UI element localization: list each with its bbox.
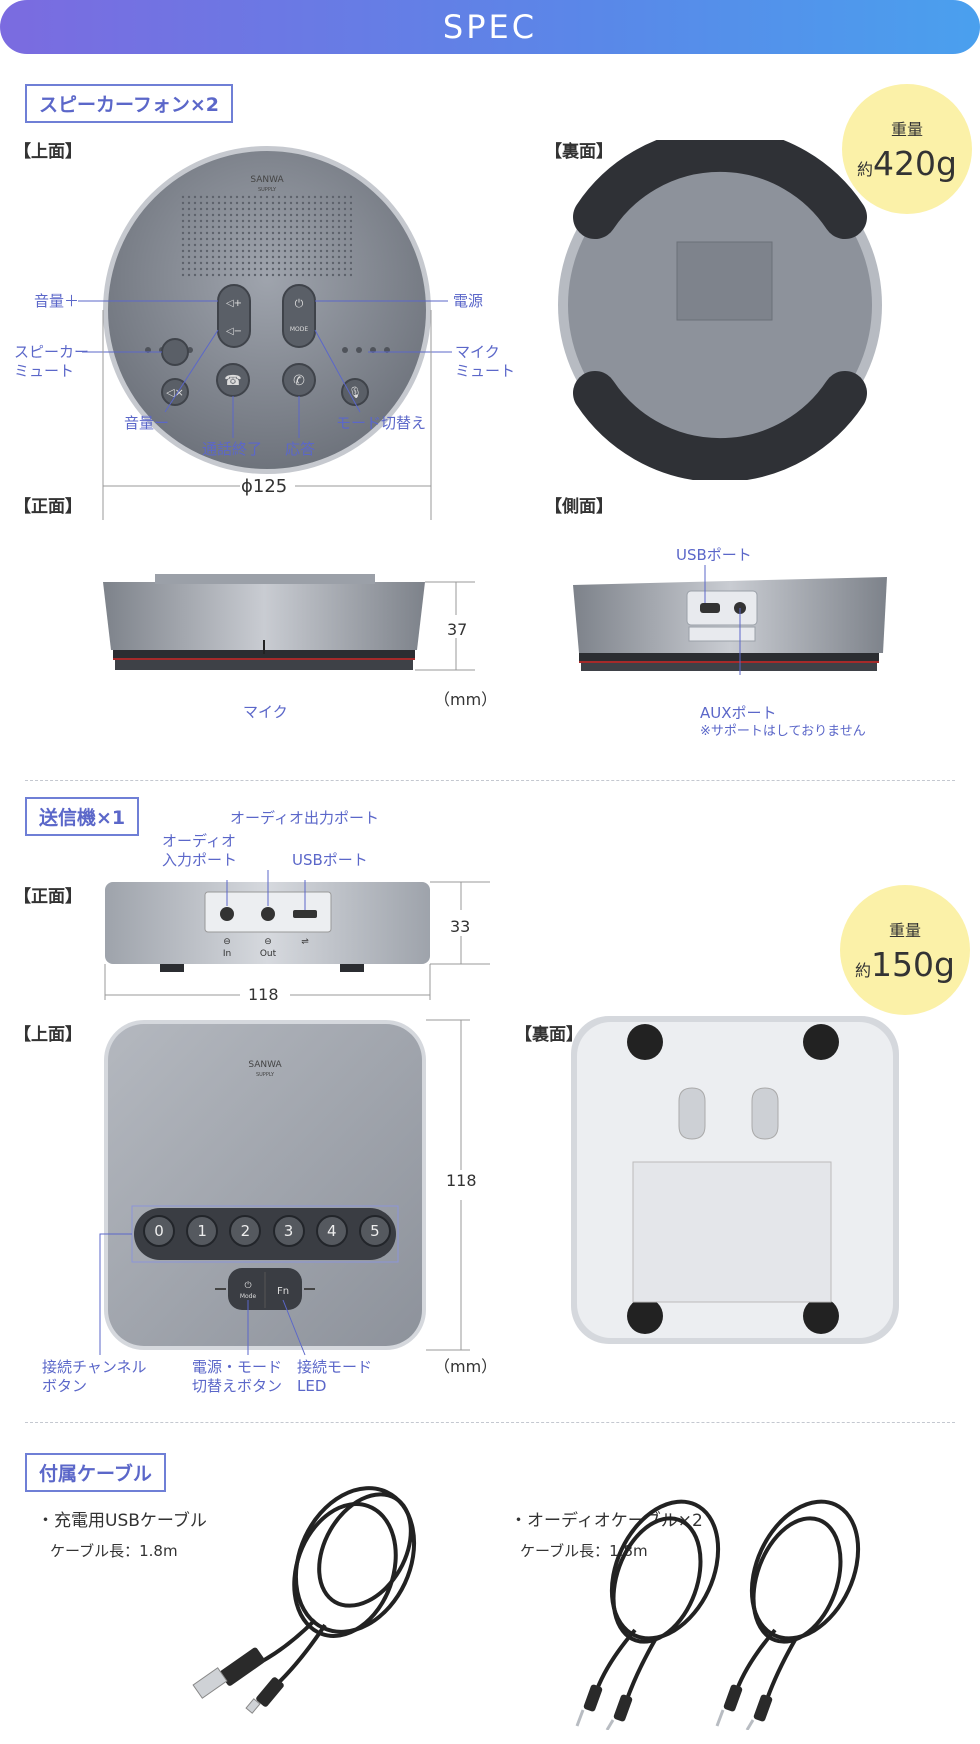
speakerphone-section-label: スピーカーフォン×2	[25, 84, 234, 123]
transmitter-logo: SANWA	[248, 1060, 282, 1070]
audio-cables-image	[575, 1499, 861, 1730]
speakerphone-top-view: SANWA SUPPLY ◁+ ◁− ⏻ MODE ◁× 🎙 ☎ ✆	[78, 146, 452, 520]
dim-height: 37	[447, 620, 468, 639]
callout-transmitter-usb: USBポート	[292, 851, 368, 869]
callout-audio-out: オーディオ出力ポート	[230, 809, 379, 827]
callout-mode-switch: モード切替え	[336, 414, 427, 432]
callout-audio-in: オーディオ 入力ポート	[162, 832, 238, 869]
audio-cable-title: ・オーディオケーブル×2	[510, 1511, 703, 1531]
callout-power-mode-button: 電源・モード 切替えボタン	[192, 1358, 283, 1395]
transmitter-dim-unit: （mm）	[434, 1357, 498, 1376]
channel-button-3[interactable]: 3	[272, 1215, 305, 1247]
speakerphone-logo-sub: SUPPLY	[258, 187, 277, 193]
dim-diameter: ϕ125	[241, 476, 288, 497]
callout-mic-mute: マイク ミュート	[455, 343, 516, 380]
transmitter-back-view-label: 【裏面】	[515, 1025, 583, 1045]
weight-value: 420g	[873, 144, 957, 183]
callout-end-call: 通話終了	[202, 440, 263, 458]
usb-cable-title: ・充電用USBケーブル	[37, 1511, 207, 1531]
callout-mic: マイク	[243, 703, 288, 721]
callout-mode-led: 接続モード LED	[297, 1358, 373, 1395]
callout-volume-down: 音量ー	[124, 414, 170, 432]
port-label-in: In	[223, 949, 231, 959]
callout-usb-port: USBポート	[676, 546, 752, 564]
speakerphone-mode-key: MODE	[290, 326, 309, 333]
transmitter-weight-label: 重量	[888, 921, 921, 940]
svg-text:⊖: ⊖	[264, 937, 272, 947]
channel-button-4[interactable]: 4	[315, 1215, 348, 1247]
svg-text:✆: ✆	[293, 373, 305, 389]
cables-section-label: 付属ケーブル	[25, 1453, 166, 1492]
speakerphone-top-view-label: 【上面】	[14, 142, 82, 162]
transmitter-dim-depth: 118	[446, 1171, 477, 1190]
weight-prefix: 約	[857, 160, 874, 179]
transmitter-weight-badge: 重量 約150g	[840, 885, 970, 1015]
speakerphone-side-view-label: 【側面】	[545, 497, 613, 517]
spec-title: SPEC	[442, 8, 538, 46]
section-divider-1	[25, 780, 955, 781]
transmitter-section-label: 送信機×1	[25, 797, 140, 836]
transmitter-top-view: SANWA SUPPLY ⏻ Mode Fn	[99, 1019, 470, 1356]
audio-cable-length: ケーブル長：1.8m	[520, 1542, 648, 1560]
speakerphone-front-view	[103, 574, 475, 671]
usb-cable-length: ケーブル長：1.8m	[50, 1542, 178, 1560]
transmitter-front-view: ⊖ In ⊖ Out ⇌	[104, 870, 490, 1000]
transmitter-dim-width: 118	[248, 985, 279, 1004]
callout-aux-port: AUXポート	[700, 704, 777, 722]
speakerphone-weight-badge: 重量 約420g	[842, 84, 972, 214]
section-divider-2	[25, 1422, 955, 1423]
transmitter-fn-key: Fn	[277, 1286, 289, 1297]
svg-text:◁+: ◁+	[226, 298, 242, 309]
speakerphone-front-view-label: 【正面】	[14, 497, 82, 517]
transmitter-weight-value: 150g	[871, 945, 955, 984]
channel-button-2[interactable]: 2	[229, 1215, 262, 1247]
port-label-out: Out	[260, 949, 277, 959]
transmitter-front-view-label: 【正面】	[14, 887, 82, 907]
transmitter-top-view-label: 【上面】	[14, 1025, 82, 1045]
callout-power: 電源	[453, 292, 484, 310]
speakerphone-back-view-label: 【裏面】	[545, 142, 613, 162]
svg-text:☎: ☎	[224, 373, 241, 389]
channel-button-1[interactable]: 1	[186, 1215, 219, 1247]
transmitter-logo-sub: SUPPLY	[256, 1072, 275, 1078]
svg-text:🎙: 🎙	[348, 386, 362, 399]
weight-label: 重量	[890, 120, 923, 139]
transmitter-mode-key: Mode	[240, 1293, 257, 1300]
speakerphone-logo: SANWA	[250, 175, 284, 185]
svg-text:⏻: ⏻	[295, 297, 304, 310]
channel-button-row: 0 1 2 3 4 5	[143, 1215, 391, 1247]
channel-button-5[interactable]: 5	[358, 1215, 391, 1247]
callout-speaker-mute: スピーカー ミュート	[14, 343, 90, 380]
transmitter-weight-prefix: 約	[855, 961, 872, 980]
spec-banner: SPEC	[0, 0, 980, 54]
speakerphone-side-view	[573, 565, 887, 675]
callout-answer: 応答	[285, 440, 316, 458]
callout-aux-note: ※サポートはしておりません	[700, 724, 866, 739]
svg-text:⊖: ⊖	[223, 937, 231, 947]
callout-volume-up: 音量＋	[34, 292, 80, 310]
transmitter-width-dim-line	[105, 994, 430, 996]
callout-channel-button: 接続チャンネル ボタン	[42, 1358, 147, 1395]
dim-unit: （mm）	[434, 690, 498, 709]
svg-text:◁−: ◁−	[226, 326, 242, 337]
transmitter-back-view	[571, 1016, 899, 1344]
transmitter-dim-height: 33	[450, 917, 471, 936]
speakerphone-back-view	[558, 140, 882, 480]
svg-text:⏻: ⏻	[244, 1280, 251, 1291]
usb-cable-image	[192, 1486, 417, 1714]
svg-text:⇌: ⇌	[301, 937, 309, 947]
channel-button-0[interactable]: 0	[143, 1215, 175, 1247]
